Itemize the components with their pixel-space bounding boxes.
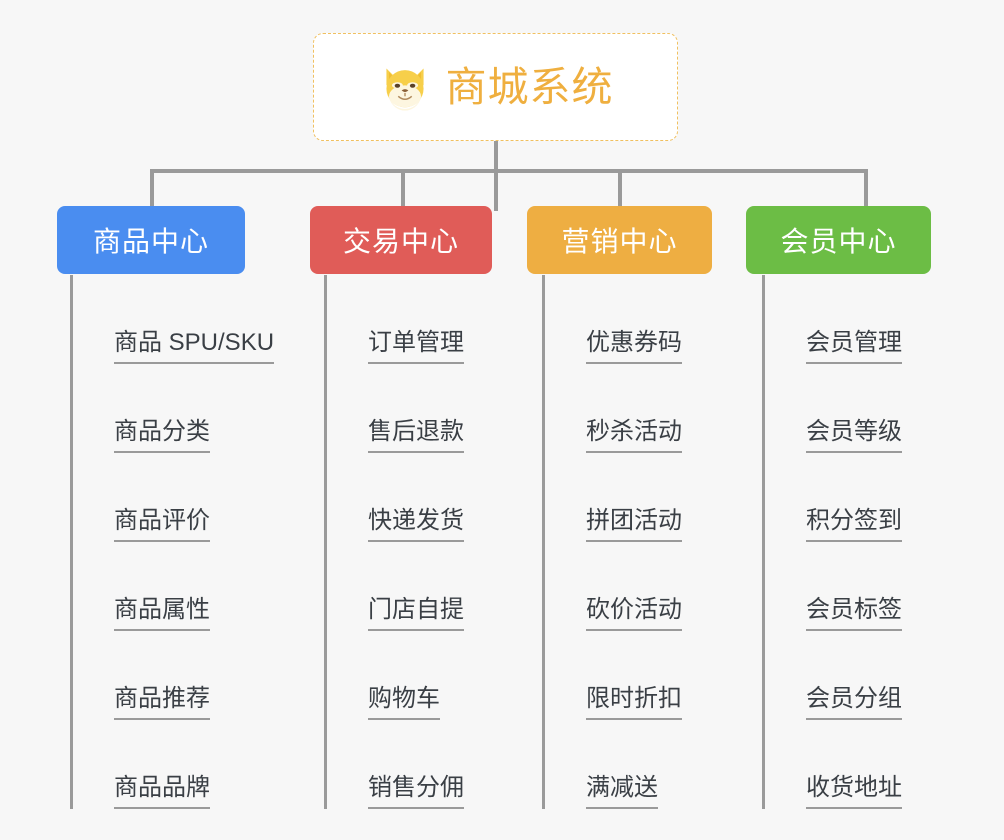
column-spine bbox=[762, 275, 765, 809]
leaf-item[interactable]: 会员分组 bbox=[762, 631, 902, 720]
leaf-item[interactable]: 会员等级 bbox=[762, 364, 902, 453]
leaf-item[interactable]: 商品 SPU/SKU bbox=[70, 275, 275, 364]
leaf-item[interactable]: 拼团活动 bbox=[542, 453, 682, 542]
leaf-column-product-center: 商品 SPU/SKU 商品分类 商品评价 商品属性 商品推荐 商品品牌 bbox=[70, 275, 275, 809]
leaf-label: 商品推荐 bbox=[114, 685, 210, 720]
category-label: 商品中心 bbox=[92, 226, 209, 257]
leaf-label: 会员标签 bbox=[806, 596, 902, 631]
leaf-label: 满减送 bbox=[586, 774, 658, 809]
leaf-label: 商品分类 bbox=[114, 418, 210, 453]
leaf-label: 购物车 bbox=[368, 685, 440, 720]
connector-bus bbox=[150, 169, 868, 173]
leaf-label: 砍价活动 bbox=[586, 596, 682, 631]
connector-root-stem bbox=[494, 141, 498, 211]
leaf-label: 会员等级 bbox=[806, 418, 902, 453]
leaf-item[interactable]: 限时折扣 bbox=[542, 631, 682, 720]
leaf-item[interactable]: 门店自提 bbox=[324, 542, 464, 631]
category-label: 会员中心 bbox=[780, 226, 897, 257]
leaf-item[interactable]: 商品分类 bbox=[70, 364, 274, 453]
leaf-label: 会员分组 bbox=[806, 685, 902, 720]
category-box-marketing-center[interactable]: 营销中心 bbox=[527, 206, 712, 274]
dog-face-icon bbox=[385, 68, 424, 111]
leaf-item[interactable]: 销售分佣 bbox=[324, 720, 464, 809]
category-label: 营销中心 bbox=[561, 226, 678, 257]
connector-drop-1 bbox=[150, 169, 154, 211]
leaf-label: 快递发货 bbox=[368, 507, 464, 542]
leaf-label: 限时折扣 bbox=[586, 685, 682, 720]
connector-drop-4 bbox=[864, 169, 868, 211]
leaf-label: 商品属性 bbox=[114, 596, 210, 631]
category-box-trade-center[interactable]: 交易中心 bbox=[310, 206, 492, 274]
leaf-column-trade-center: 订单管理 售后退款 快递发货 门店自提 购物车 销售分佣 bbox=[324, 275, 464, 809]
leaf-item[interactable]: 会员标签 bbox=[762, 542, 902, 631]
leaf-item[interactable]: 商品品牌 bbox=[70, 720, 274, 809]
category-box-product-center[interactable]: 商品中心 bbox=[57, 206, 245, 274]
leaf-column-member-center: 会员管理 会员等级 积分签到 会员标签 会员分组 收货地址 bbox=[762, 275, 902, 809]
leaf-label: 售后退款 bbox=[368, 418, 464, 453]
column-spine bbox=[542, 275, 545, 809]
leaf-label: 订单管理 bbox=[368, 329, 464, 364]
leaf-column-marketing-center: 优惠券码 秒杀活动 拼团活动 砍价活动 限时折扣 满减送 bbox=[542, 275, 682, 809]
leaf-item[interactable]: 优惠券码 bbox=[542, 275, 682, 364]
column-spine bbox=[324, 275, 327, 809]
leaf-label: 积分签到 bbox=[806, 507, 902, 542]
leaf-label: 门店自提 bbox=[368, 596, 464, 631]
leaf-label: 收货地址 bbox=[806, 774, 902, 809]
leaf-label: 商品评价 bbox=[114, 507, 210, 542]
leaf-label: 会员管理 bbox=[806, 329, 902, 364]
leaf-item[interactable]: 商品属性 bbox=[70, 542, 274, 631]
leaf-label: 商品 SPU/SKU bbox=[114, 329, 275, 364]
leaf-label: 秒杀活动 bbox=[586, 418, 682, 453]
leaf-item[interactable]: 砍价活动 bbox=[542, 542, 682, 631]
leaf-item[interactable]: 购物车 bbox=[324, 631, 464, 720]
connector-drop-3 bbox=[618, 169, 622, 211]
root-node-shop-system[interactable]: 商城系统 bbox=[313, 33, 678, 141]
category-label: 交易中心 bbox=[342, 226, 459, 257]
leaf-item[interactable]: 积分签到 bbox=[762, 453, 902, 542]
leaf-item[interactable]: 商品推荐 bbox=[70, 631, 274, 720]
leaf-item[interactable]: 售后退款 bbox=[324, 364, 464, 453]
leaf-item[interactable]: 收货地址 bbox=[762, 720, 902, 809]
leaf-item[interactable]: 满减送 bbox=[542, 720, 682, 809]
leaf-item[interactable]: 秒杀活动 bbox=[542, 364, 682, 453]
connector-drop-2 bbox=[401, 169, 405, 211]
category-box-member-center[interactable]: 会员中心 bbox=[746, 206, 931, 274]
leaf-item[interactable]: 订单管理 bbox=[324, 275, 464, 364]
leaf-item[interactable]: 会员管理 bbox=[762, 275, 902, 364]
leaf-label: 拼团活动 bbox=[586, 507, 682, 542]
leaf-item[interactable]: 快递发货 bbox=[324, 453, 464, 542]
column-spine bbox=[70, 275, 73, 809]
leaf-label: 销售分佣 bbox=[368, 774, 464, 809]
leaf-item[interactable]: 商品评价 bbox=[70, 453, 274, 542]
leaf-label: 优惠券码 bbox=[586, 329, 682, 364]
root-title: 商城系统 bbox=[445, 63, 614, 110]
leaf-label: 商品品牌 bbox=[114, 774, 210, 809]
